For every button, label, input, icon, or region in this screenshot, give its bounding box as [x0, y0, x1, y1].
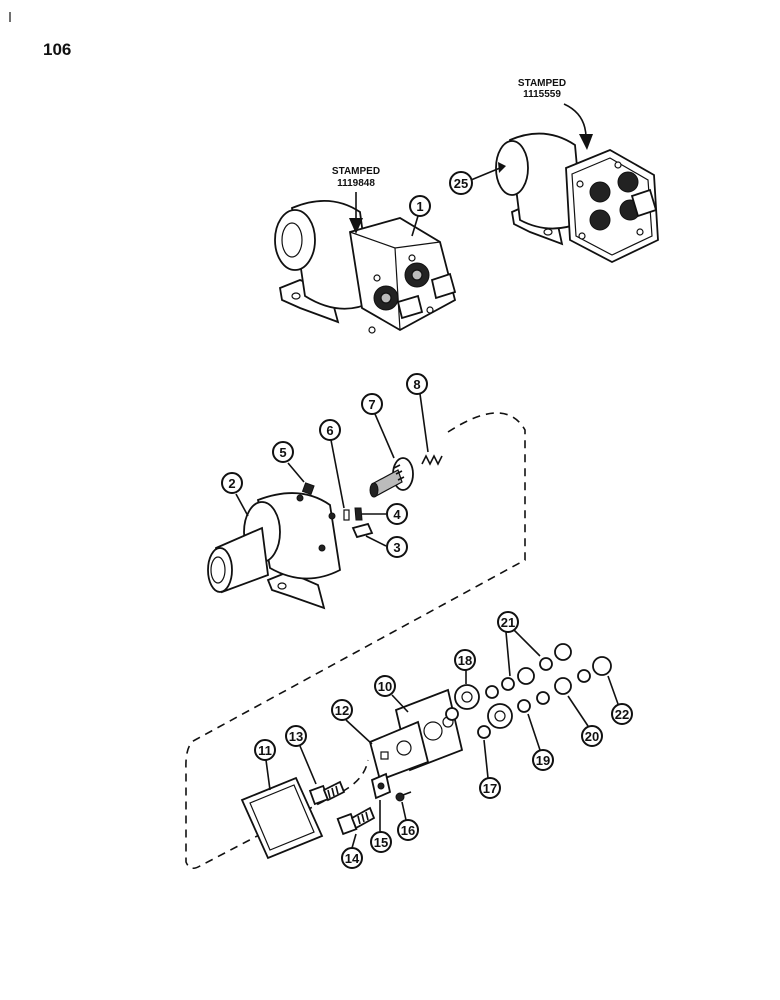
- solenoid-assembly-25: [495, 132, 659, 264]
- washers-nuts-17-22: [445, 643, 612, 739]
- callout-number: 10: [378, 679, 392, 694]
- callout-number: 6: [326, 423, 333, 438]
- callout-2: 2: [221, 472, 249, 517]
- callout-6: 6: [319, 419, 345, 509]
- arrow-head-icon: [498, 162, 506, 173]
- insulator-plate-12: [368, 720, 430, 782]
- callout-15: 15: [370, 800, 392, 853]
- callout-22: 22: [607, 675, 633, 725]
- callout-number: 22: [615, 707, 629, 722]
- stamp-label: STAMPED: [332, 166, 380, 177]
- stamp-1115559-annotation: STAMPED 1115559: [518, 78, 593, 150]
- callout-number: 19: [536, 753, 550, 768]
- callout-number: 1: [416, 199, 423, 214]
- bolt-13: [308, 780, 346, 806]
- callout-3: 3: [365, 535, 408, 558]
- callout-number: 13: [289, 729, 303, 744]
- stamp-label: STAMPED: [518, 78, 566, 89]
- callout-number: 7: [368, 397, 375, 412]
- callout-1: 1: [409, 195, 431, 237]
- page-number: 106: [43, 40, 72, 59]
- exploded-group-outline: [185, 412, 526, 870]
- callout-number: 18: [458, 653, 472, 668]
- callout-number: 12: [335, 703, 349, 718]
- spring-8: [421, 454, 443, 466]
- callout-21: 21: [497, 611, 541, 677]
- callout-11: 11: [254, 739, 276, 791]
- callout-19: 19: [527, 713, 554, 771]
- callout-number: 16: [401, 823, 415, 838]
- callout-16: 16: [397, 801, 419, 841]
- callout-number: 20: [585, 729, 599, 744]
- coil-housing-2: [207, 492, 341, 610]
- bolt-14: [336, 806, 376, 836]
- gasket-11: [240, 776, 324, 860]
- callout-number: 15: [374, 835, 388, 850]
- callout-number: 5: [279, 445, 286, 460]
- arrow-head-icon: [579, 134, 593, 150]
- callout-4: 4: [362, 503, 408, 525]
- callout-number: 21: [501, 615, 515, 630]
- plunger-7: [369, 457, 414, 498]
- callout-18: 18: [454, 649, 476, 684]
- arrow-head-icon: [349, 218, 363, 234]
- callout-number: 3: [393, 540, 400, 555]
- callout-number: 8: [413, 377, 420, 392]
- callout-5: 5: [272, 441, 305, 483]
- small-parts-3-6: [301, 482, 374, 539]
- callout-17: 17: [479, 739, 501, 799]
- callout-number: 25: [454, 176, 468, 191]
- callout-20: 20: [567, 695, 603, 747]
- callout-number: 2: [228, 476, 235, 491]
- callout-10: 10: [374, 675, 409, 713]
- stamp-1119848-annotation: STAMPED 1119848: [332, 166, 380, 234]
- stamp-code: 1115559: [523, 89, 561, 100]
- clip-15: [370, 772, 392, 800]
- callout-number: 17: [483, 781, 497, 796]
- solenoid-assembly-1: [274, 199, 457, 334]
- callout-number: 11: [258, 743, 272, 758]
- stamp-code: 1119848: [337, 178, 375, 189]
- screw-16: [395, 791, 412, 802]
- callout-13: 13: [285, 725, 317, 785]
- callout-8: 8: [406, 373, 429, 453]
- callout-number: 4: [393, 507, 401, 522]
- callout-25: 25: [449, 162, 506, 195]
- callout-14: 14: [341, 833, 363, 869]
- callout-7: 7: [361, 393, 395, 459]
- callout-12: 12: [331, 699, 373, 745]
- callout-number: 14: [345, 851, 360, 866]
